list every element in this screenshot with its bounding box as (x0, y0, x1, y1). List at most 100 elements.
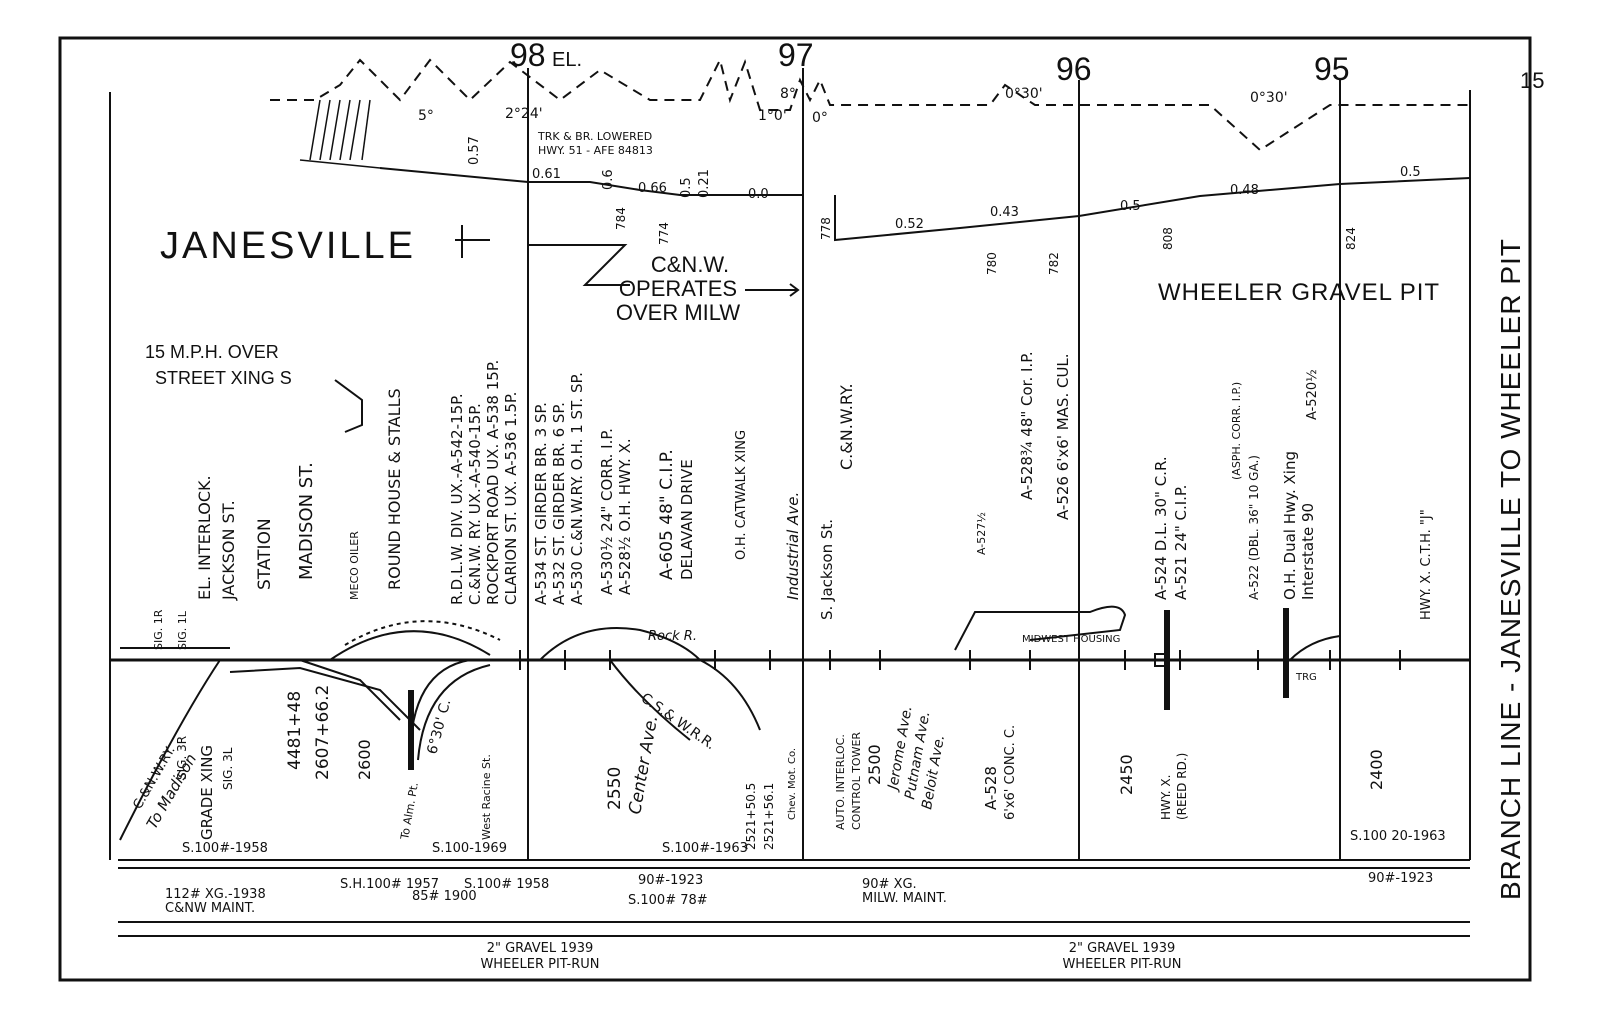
page-number: 15 (1520, 68, 1544, 93)
rail-note: C&NW MAINT. (165, 901, 255, 916)
vertical-label: JACKSON ST. (219, 500, 238, 601)
grade-value: 0.21 (697, 169, 712, 198)
speed-line: 15 M.P.H. OVER (145, 342, 279, 362)
below-label: 2521+56.1 (762, 783, 776, 850)
wye-curve (329, 630, 491, 661)
ballast-notes: 2" GRAVEL 1939 WHEELER PIT-RUN 2" GRAVEL… (480, 941, 1181, 972)
chart-title: BRANCH LINE - JANESVILLE TO WHEELER PIT (1495, 238, 1526, 900)
grade-label: 0°30' (1005, 86, 1043, 102)
above-track-labels: R.D.L.W. DIV. UX.-A-542-15P. C.&N.W. RY.… (152, 351, 1434, 650)
elevation-label: 824 (1344, 227, 1358, 250)
track-ties (519, 650, 1401, 670)
curve-grades: 5° 2°24' 1°0' 8° 0° 0°30' 0°30' (418, 86, 1288, 126)
milepost-97: 97 (778, 37, 814, 73)
below-label: To Alm. Pt. (398, 781, 421, 841)
below-label: A-528 (982, 766, 1000, 810)
grade-label: 1°0' (758, 108, 787, 124)
elevation-label: 784 (614, 207, 628, 230)
elevation-label: 808 (1161, 227, 1175, 250)
below-label: West Racine St. (480, 754, 493, 840)
ballast-line: WHEELER PIT-RUN (480, 957, 599, 972)
elevation-label: 774 (657, 222, 671, 245)
vertical-label: A-527½ (975, 512, 988, 555)
vertical-label: A-522 (DBL. 36" 10 GA.) (1247, 455, 1261, 600)
interstate-spur (1289, 635, 1341, 661)
vertical-label: C.&N.W. RY. UX.-A-540-15P. (466, 403, 484, 605)
wye-curve-north (344, 620, 501, 646)
vertical-label: A-530½ 24" CORR. I.P. (598, 428, 616, 595)
profile-ticks (299, 99, 381, 169)
vertical-label: A-526 6'x6' MAS. CUL. (1054, 353, 1072, 520)
madison-branch (119, 659, 221, 841)
industrial-spur (699, 659, 761, 731)
rail-note: 90#-1923 (1368, 871, 1433, 886)
vertical-label: ROUND HOUSE & STALLS (385, 388, 404, 590)
grade-value: 0.0 (748, 187, 769, 202)
grade-value: 0.57 (467, 136, 482, 165)
border-frame (58, 36, 1532, 982)
below-label: (REED RD.) (1175, 753, 1189, 820)
milepost-95: 95 (1314, 51, 1350, 87)
rail-note: 85# 1900 (412, 889, 477, 904)
grade-value: 0.5 (1120, 199, 1141, 214)
vertical-label: SIG. 1L (176, 610, 189, 650)
below-label: SIG. 3R (175, 736, 189, 780)
vertical-label: O.H. CATWALK XING (734, 430, 749, 560)
below-label: 2400 (1367, 749, 1386, 790)
place-name: JANESVILLE (160, 225, 416, 267)
vertical-label: MADISON ST. (296, 462, 317, 580)
vertical-label: HWY. X. C.T.H. "J" (1419, 509, 1434, 620)
ballast-line: 2" GRAVEL 1939 (487, 941, 594, 956)
vertical-label: A-524 D.L. 30" C.R. (1152, 456, 1170, 600)
rail-note: S.100# 78# (628, 893, 708, 908)
elevation-label: 782 (1047, 252, 1061, 275)
below-label: 2450 (1117, 754, 1136, 795)
vertical-label: ROCKPORT ROAD UX. A-538 15P. (484, 360, 502, 605)
rail-note: MILW. MAINT. (862, 891, 947, 906)
speed-line: STREET XING S (155, 368, 292, 388)
below-label: HWY. X. (1159, 775, 1173, 820)
operates-label: C&N.W. OPERATES OVER MILW (616, 252, 741, 325)
vertical-label: SIG. 1R (152, 609, 165, 650)
operates-bracket (528, 244, 630, 286)
operates-line: OPERATES (619, 276, 737, 301)
vertical-label: Industrial Ave. (784, 492, 802, 600)
vertical-label: DELAVAN DRIVE (678, 459, 696, 580)
below-label: CONTROL TOWER (850, 732, 863, 830)
grade-value: 0.48 (1230, 183, 1259, 198)
milepost-98: 98 (510, 37, 546, 73)
below-label: MIDWEST HOUSING (1022, 634, 1120, 645)
curvature-profile (270, 57, 1470, 152)
vertical-label: A-532 ST. GIRDER BR. 6 SP. (550, 402, 568, 605)
grade-value: 0.66 (638, 181, 667, 196)
grade-label: 2°24' (505, 106, 543, 122)
elevation-label: 780 (985, 252, 999, 275)
grade-value: 0.43 (990, 205, 1019, 220)
grade-value: 0.6 (601, 169, 616, 190)
ballast-line: WHEELER PIT-RUN (1062, 957, 1181, 972)
rail-note: S.100#-1963 (662, 841, 748, 856)
operates-line: OVER MILW (616, 300, 741, 325)
below-label: 6°30' C. (424, 698, 454, 756)
rail-note: S.H.100# 1957 (340, 877, 439, 892)
below-label: 4481+48 (285, 691, 305, 770)
vertical-label: S. Jackson St. (818, 519, 836, 620)
grade-profile (379, 167, 1471, 242)
rail-notes: S.100#-1958 S.100-1969 S.100#-1963 S.100… (165, 829, 1446, 916)
ballast-line: 2" GRAVEL 1939 (1069, 941, 1176, 956)
below-label: 2600 (355, 739, 374, 780)
grade-value: 0.61 (532, 167, 561, 182)
track-blocks (408, 608, 1289, 770)
milepost-lines (109, 68, 1341, 860)
overhead-note: TRK & BR. LOWERED HWY. 51 - AFE 84813 (537, 130, 653, 157)
below-label: 2521+50.5 (744, 783, 758, 850)
speed-label: 15 M.P.H. OVER STREET XING S (145, 342, 292, 388)
vertical-label: A-520½ (1305, 369, 1320, 420)
below-label: SIG. 3L (221, 747, 235, 790)
midwest-spur (954, 605, 1127, 651)
grade-values: 0.57 0.61 0.6 0.66 0.5 0.21 0.0 0.52 0.4… (467, 136, 1421, 232)
branch-curve-south-2 (417, 664, 491, 761)
rail-note: S.100#-1958 (182, 841, 268, 856)
vertical-label: A-534 ST. GIRDER BR. 3 SP. (532, 402, 550, 605)
